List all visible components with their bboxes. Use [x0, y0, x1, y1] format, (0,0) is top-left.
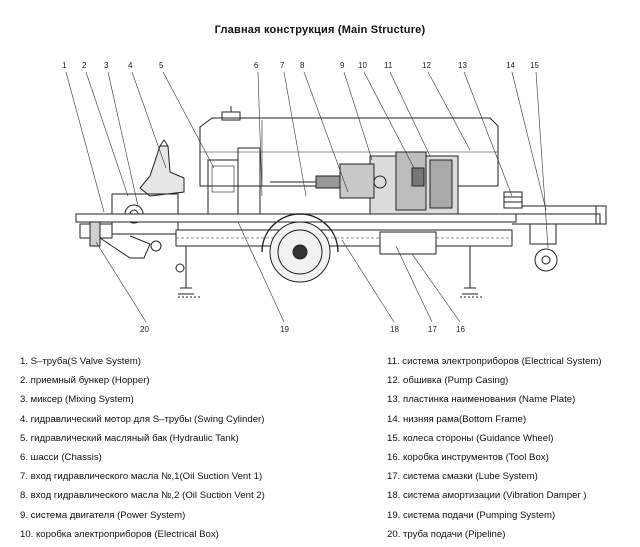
legend-item: 20. труба подачи (Pipeline) — [387, 528, 506, 540]
machine-drawing: 1 2 3 4 5 6 7 8 9 10 11 12 13 14 15 16 1… — [62, 61, 607, 334]
legend-item: 7. вход гидравлического масла №,1(Oil Su… — [20, 471, 263, 483]
legend-item: 11. система электроприборов (Electrical … — [387, 356, 602, 367]
hopper — [139, 145, 185, 197]
legend-item: 1. S–труба(S Valve System) — [20, 356, 141, 367]
guidance-wheel — [534, 248, 558, 272]
callout-15: 15 — [530, 61, 539, 70]
callout-19: 19 — [280, 325, 289, 334]
callout-7: 7 — [280, 61, 285, 70]
callout-12: 12 — [422, 61, 431, 70]
legend-item: 4. гидравлический мотор для S–трубы (Swi… — [20, 413, 265, 425]
diagram-title: Главная конструкция (Main Structure) — [214, 24, 426, 36]
callout-10: 10 — [358, 61, 367, 70]
legend-item: 9. система двигателя (Power System) — [20, 509, 186, 521]
legend-right: 11. система электроприборов (Electrical … — [387, 352, 602, 544]
drawbar — [512, 213, 601, 225]
callout-17: 17 — [428, 325, 437, 334]
callout-5: 5 — [159, 61, 164, 70]
legend-left: 1. S–труба(S Valve System) 2. приемный б… — [20, 352, 265, 544]
legend-item: 2. приемный бункер (Hopper) — [20, 375, 150, 387]
callout-14: 14 — [506, 61, 515, 70]
legend-item: 14. низняя рама(Bottom Frame) — [387, 413, 527, 425]
legend-item: 16. коробка инструментов (Tool Box) — [387, 451, 549, 463]
callout-18: 18 — [390, 325, 399, 334]
legend-item: 17. система смазки (Lube System) — [387, 471, 538, 483]
tool-box — [379, 231, 437, 255]
callout-8: 8 — [300, 61, 305, 70]
callout-13: 13 — [458, 61, 467, 70]
callout-9: 9 — [340, 61, 345, 70]
legend-item: 10. коробка электроприборов (Electrical … — [20, 528, 219, 540]
callout-3: 3 — [104, 61, 109, 70]
callout-2: 2 — [82, 61, 87, 70]
s-valve — [79, 223, 113, 239]
legend-item: 8. вход гидравлического масла №,2 (Oil S… — [20, 490, 265, 502]
legend-item: 13. пластинка наименования (Name Plate) — [387, 394, 576, 406]
callout-11: 11 — [384, 61, 393, 70]
callout-20: 20 — [140, 325, 149, 334]
legend-item: 19. система подачи (Pumping System) — [387, 509, 556, 521]
legend-item: 15. колеса стороны (Guidance Wheel) — [387, 432, 554, 444]
legend-item: 3. миксер (Mixing System) — [20, 394, 134, 406]
chassis-frame — [75, 213, 517, 223]
legend-item: 6. шасси (Chassis) — [20, 451, 102, 463]
legend-item: 12. обшивка (Pump Casing) — [387, 375, 509, 387]
callout-1: 1 — [62, 61, 67, 70]
legend-item: 18. система амортизации (Vibration Dampe… — [387, 490, 587, 502]
callout-6: 6 — [254, 61, 259, 70]
legend-item: 5. гидравлический масляный бак (Hydrauli… — [20, 432, 239, 444]
callout-16: 16 — [456, 325, 465, 334]
callout-4: 4 — [128, 61, 133, 70]
electrical-box-shape — [411, 167, 425, 187]
